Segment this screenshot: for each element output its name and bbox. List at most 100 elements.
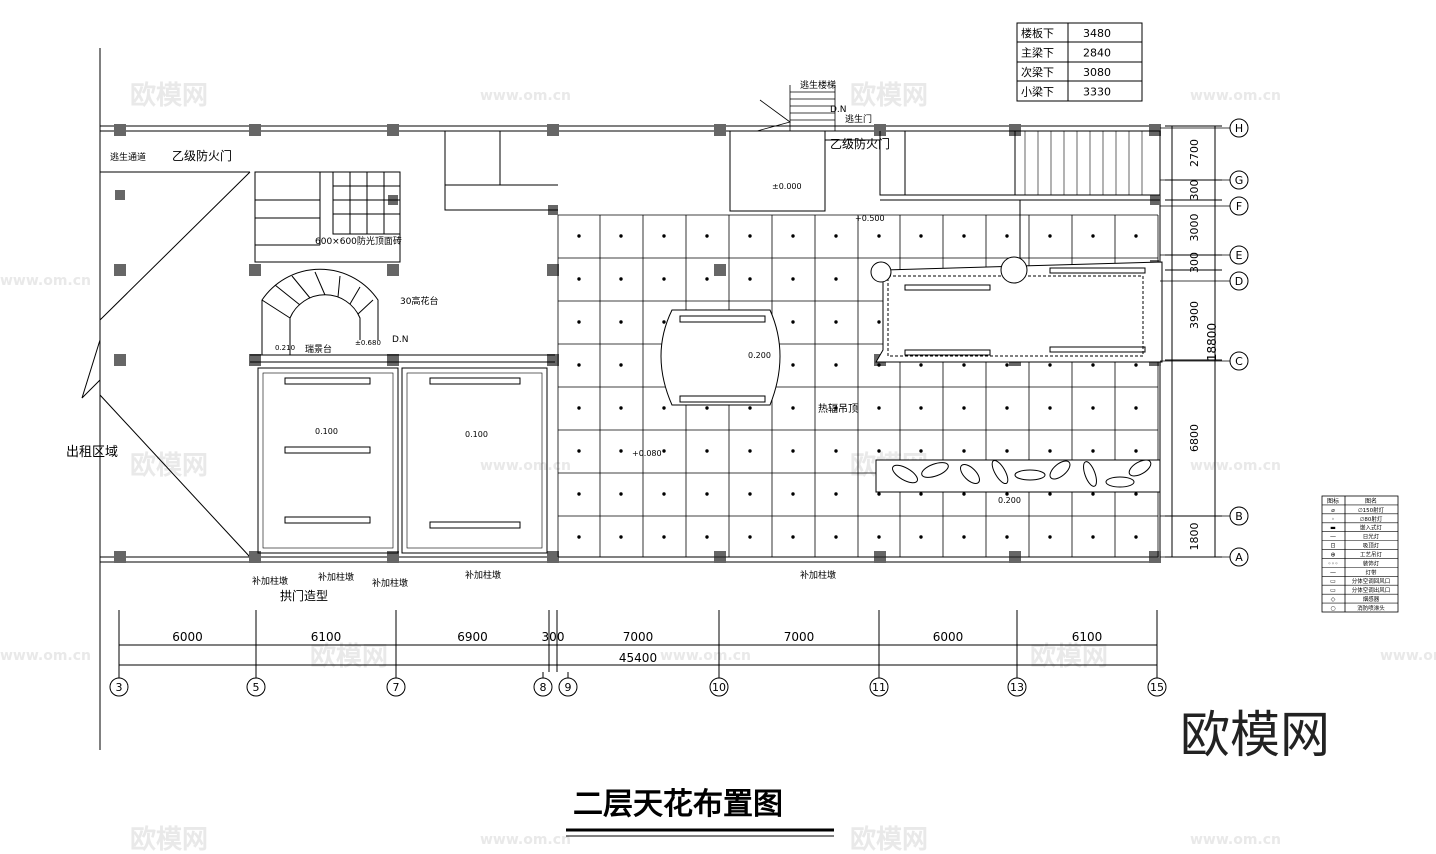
column [114, 264, 126, 276]
axis-label: 9 [565, 681, 572, 694]
decor-light-strip [875, 459, 1161, 493]
axis-bubble [1229, 547, 1249, 567]
height-table-label: 次梁下 [1021, 65, 1054, 79]
label-column-add: 补加柱墩 [800, 569, 836, 581]
label-viewing-platform: 瑞景台 [305, 343, 332, 355]
column [874, 124, 886, 136]
label-escape-corridor: 逃生通道 [110, 151, 146, 163]
sprinkler-point [791, 535, 795, 539]
dimension-value: 6000 [933, 630, 964, 644]
height-table-value: 2840 [1083, 47, 1111, 60]
sprinkler-point [619, 492, 623, 496]
column [1149, 124, 1161, 136]
height-table-label: 小梁下 [1021, 85, 1054, 99]
sprinkler-point [834, 320, 838, 324]
column [249, 264, 261, 276]
column [714, 124, 726, 136]
sprinkler-point [577, 449, 581, 453]
watermark-brand: 欧模网 [850, 80, 928, 111]
axis-bubble [1229, 118, 1249, 138]
label-column-add: 补加柱墩 [372, 577, 408, 589]
sprinkler-point [1048, 406, 1052, 410]
dimension-value: 6800 [1188, 424, 1201, 452]
label-arch-door: 拱门造型 [280, 588, 328, 603]
sprinkler-point [619, 320, 623, 324]
watermark-site: www.om.cn [1380, 648, 1436, 664]
axis-label: D [1235, 275, 1243, 288]
sprinkler-point [834, 234, 838, 238]
axis-bubble [1007, 677, 1027, 697]
axis-label: C [1235, 355, 1243, 368]
dimension-value: 6000 [172, 630, 203, 644]
drawing-title: 二层天花布置图 [573, 787, 783, 822]
sprinkler-point [1134, 363, 1138, 367]
watermark-site: www.om.cn [660, 648, 751, 664]
sprinkler-point [577, 277, 581, 281]
legend-item-name: 嵌入式灯 [1360, 524, 1383, 532]
dimension-value: 6100 [311, 630, 342, 644]
sprinkler-point [1005, 363, 1009, 367]
sprinkler-point [1134, 234, 1138, 238]
sprinkler-point [962, 406, 966, 410]
sprinkler-point [791, 492, 795, 496]
legend-header: 图名 [1365, 497, 1377, 505]
top-rooms [444, 85, 1161, 262]
axis-bubble [533, 677, 553, 697]
column [387, 551, 399, 563]
sprinkler-point [919, 449, 923, 453]
sprinkler-point [1091, 406, 1095, 410]
left-rooms [257, 367, 548, 554]
dimension-value: 7000 [784, 630, 815, 644]
label-flower-bed: 30高花台 [400, 295, 438, 307]
label-tile-note: 600×600防光顶面砖 [315, 235, 402, 247]
level-mark: 0.200 [748, 351, 771, 360]
sprinkler-point [662, 449, 666, 453]
sprinkler-point [748, 406, 752, 410]
axis-label: G [1235, 174, 1244, 187]
sprinkler-point [834, 535, 838, 539]
column [387, 354, 399, 366]
column [547, 264, 559, 276]
sprinkler-point [1005, 449, 1009, 453]
sprinkler-point [834, 406, 838, 410]
sprinkler-point [1048, 449, 1052, 453]
sprinkler-point [877, 363, 881, 367]
sprinkler-point [1134, 406, 1138, 410]
axis-label: H [1235, 122, 1243, 135]
watermark-site: www.om.cn [1190, 88, 1281, 104]
sprinkler-point [705, 277, 709, 281]
watermark-site: www.om.cn [1190, 832, 1281, 848]
sprinkler-point [962, 535, 966, 539]
label-heat-ceiling: 热辐吊顶 [818, 402, 858, 415]
dimension-value: 6100 [1072, 630, 1103, 644]
column [547, 551, 559, 563]
sprinkler-point [662, 492, 666, 496]
legend-symbol: ⊕ [1330, 551, 1335, 558]
axis-label: 11 [872, 681, 886, 694]
sprinkler-point [1005, 406, 1009, 410]
sprinkler-point [877, 535, 881, 539]
axis-bubble [1229, 506, 1249, 526]
axis-bubble [1147, 677, 1167, 697]
sprinkler-point [619, 363, 623, 367]
legend-symbol: ◦◦◦ [1328, 560, 1339, 567]
sprinkler-point [705, 449, 709, 453]
column [114, 124, 126, 136]
legend-item-name: ∅80射灯 [1360, 515, 1383, 523]
sprinkler-point [791, 363, 795, 367]
sprinkler-point [577, 535, 581, 539]
legend-symbol: ▭ [1330, 578, 1336, 585]
sprinkler-point [919, 492, 923, 496]
sprinkler-point [791, 449, 795, 453]
sprinkler-point [748, 449, 752, 453]
height-table-label: 楼板下 [1021, 26, 1054, 40]
level-mark: 0.100 [465, 430, 488, 439]
axis-bubble [558, 677, 578, 697]
sprinkler-point [577, 492, 581, 496]
column [249, 124, 261, 136]
legend-symbol: — [1330, 569, 1336, 576]
watermark-site: www.om.cn [0, 273, 91, 289]
axis-bubble [1229, 271, 1249, 291]
axis-bubble [1229, 351, 1249, 371]
label-fire-door-left: 乙级防火门 [172, 148, 232, 163]
